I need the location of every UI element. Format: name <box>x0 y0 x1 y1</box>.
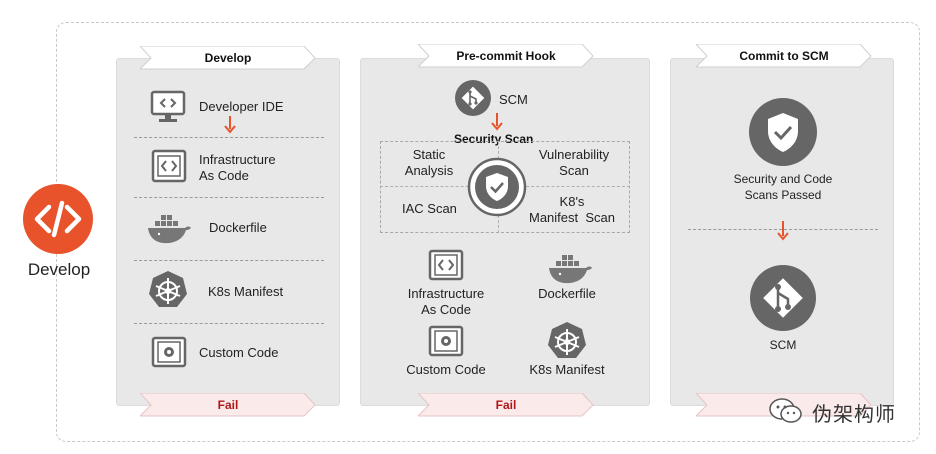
git-icon <box>455 80 491 116</box>
item-iac: Infrastructure As Code <box>407 286 485 317</box>
kubernetes-icon <box>149 271 187 307</box>
scan-vulnerability: Vulnerability Scan <box>538 147 610 178</box>
item-k8s-manifest: K8s Manifest <box>529 362 605 377</box>
item-dockerfile: Dockerfile <box>209 220 267 235</box>
item-custom-code: Custom Code <box>406 362 486 377</box>
security-scan-box <box>380 141 630 233</box>
docker-whale-icon <box>148 215 191 244</box>
arrow-down-icon <box>491 113 503 131</box>
code-window-icon <box>428 249 464 281</box>
monitor-code-icon <box>150 90 186 122</box>
scan-static-analysis: Static Analysis <box>404 147 454 178</box>
arrow-down-icon <box>224 116 236 134</box>
arrow-down-icon <box>777 221 789 241</box>
shield-check-icon <box>467 157 527 217</box>
item-iac: Infrastructure As Code <box>199 152 276 183</box>
scan-k8s-manifest: K8's Manifest Scan <box>529 194 615 225</box>
scm-label: SCM <box>499 92 528 107</box>
security-scan-title: Security Scan <box>454 132 534 146</box>
shield-check-icon <box>749 98 817 166</box>
item-developer-ide: Developer IDE <box>199 99 284 114</box>
divider <box>134 323 324 324</box>
watermark-text: 伪架构师 <box>812 402 896 426</box>
docker-whale-icon <box>549 255 592 284</box>
code-icon <box>23 184 93 254</box>
divider <box>134 260 324 261</box>
develop-label: Develop <box>27 260 91 279</box>
code-window-icon <box>151 149 187 183</box>
divider <box>134 137 324 138</box>
item-custom-code: Custom Code <box>199 345 279 360</box>
scm-label: SCM <box>769 338 797 352</box>
fail-banner: Fail <box>140 393 316 417</box>
fail-banner: Fail <box>418 393 594 417</box>
kubernetes-icon <box>548 322 586 358</box>
commit-banner: Commit to SCM <box>696 44 872 68</box>
pre-commit-banner: Pre-commit Hook <box>418 44 594 68</box>
gear-window-icon <box>428 325 464 357</box>
git-icon <box>750 265 816 331</box>
item-dockerfile: Dockerfile <box>538 286 596 301</box>
item-k8s-manifest: K8s Manifest <box>208 284 284 299</box>
develop-banner: Develop <box>140 46 316 70</box>
scan-iac: IAC Scan <box>402 201 457 216</box>
divider <box>134 197 324 198</box>
wechat-icon <box>769 398 802 423</box>
gear-window-icon <box>151 336 187 368</box>
scans-passed-label: Security and Code Scans Passed <box>733 172 833 202</box>
